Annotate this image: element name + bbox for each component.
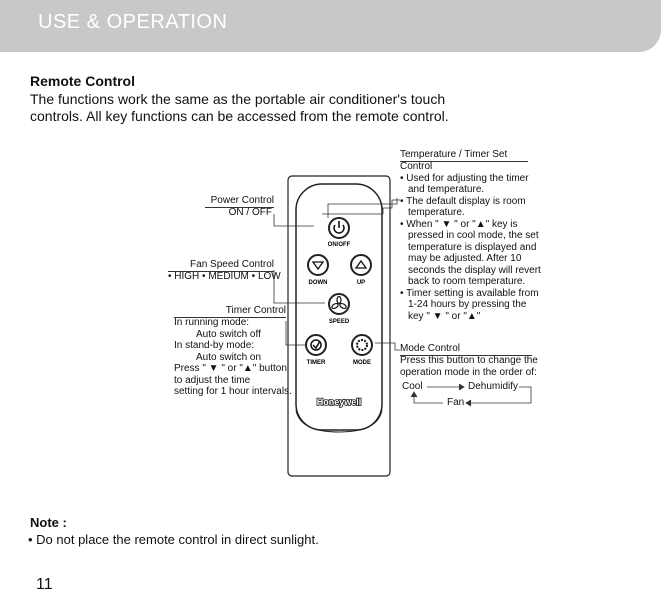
power-control-sub: ON / OFF	[228, 207, 272, 218]
up-triangle-icon	[354, 259, 368, 269]
temp-bullet-2b: temperature.	[408, 207, 465, 218]
down-label: DOWN	[309, 280, 328, 286]
honeywell-logo: Honeywell	[317, 397, 362, 407]
temp-bullet-1a: • Used for adjusting the timer	[400, 172, 529, 184]
down-button[interactable]	[307, 254, 329, 276]
timer-line-5: Press " ▼ " or "▲" button	[174, 363, 287, 374]
mode-control-title: Mode Control	[400, 343, 532, 356]
up-button[interactable]	[350, 254, 372, 276]
mode-gear-icon	[356, 339, 368, 351]
timer-line-6: to adjust the time	[174, 374, 251, 386]
remote-control-heading: Remote Control	[30, 73, 135, 89]
timer-button[interactable]	[305, 334, 327, 356]
temp-bullet-2a: • The default display is room	[400, 195, 526, 207]
temp-bullet-1b: and temperature.	[408, 184, 485, 195]
intro-line-1: The functions work the same as the porta…	[30, 91, 446, 107]
mode-cycle-arrows	[410, 383, 532, 407]
temp-timer-title: Temperature / Timer Set	[400, 149, 528, 162]
down-triangle-icon	[311, 261, 325, 271]
mode-dehumidify: Dehumidify	[468, 381, 519, 392]
timer-icon	[310, 339, 322, 351]
mode-cool: Cool	[402, 381, 423, 392]
temp-bullet-4c: key " ▼ " or "▲"	[408, 310, 481, 322]
timer-control-title: Timer Control	[174, 305, 286, 318]
mode-line-2: operation mode in the order of:	[400, 366, 537, 378]
temp-control-word: Control	[400, 161, 433, 172]
page-number: 11	[36, 576, 53, 593]
temp-bullet-4a: • Timer setting is available from	[400, 287, 539, 299]
timer-line-7: setting for 1 hour intervals.	[174, 386, 292, 397]
timer-line-4: Auto switch on	[196, 351, 262, 363]
fan-icon	[331, 295, 347, 310]
power-icon	[333, 221, 345, 234]
leader-lines	[273, 198, 400, 351]
timer-control-desc: In running mode: Auto switch off In stan…	[174, 317, 292, 398]
power-control-title: Power Control	[205, 195, 274, 208]
timer-label: TIMER	[307, 360, 326, 366]
timer-line-3: In stand-by mode:	[174, 340, 255, 351]
intro-line-2: controls. All key functions can be acces…	[30, 108, 449, 124]
timer-line-1: In running mode:	[174, 317, 250, 328]
mode-label: MODE	[353, 360, 371, 366]
mode-button[interactable]	[351, 334, 373, 356]
temp-bullet-3b: pressed in cool mode, the set	[408, 230, 539, 241]
temp-bullet-3a: • When " ▼ " or "▲" key is	[400, 218, 518, 230]
speed-label: SPEED	[329, 319, 350, 325]
section-header-bar: USE & OPERATION	[0, 0, 661, 52]
remote-panel-curve	[295, 409, 383, 433]
up-label: UP	[357, 280, 365, 286]
temp-timer-desc: Control • Used for adjusting the timer a…	[400, 161, 541, 322]
note-heading: Note :	[30, 515, 67, 530]
mode-fan: Fan	[447, 397, 465, 408]
mode-line-1: Press this button to change the	[400, 355, 538, 366]
temp-bullet-4b: 1-24 hours by pressing the	[408, 299, 527, 310]
intro-paragraph: The functions work the same as the porta…	[30, 91, 460, 125]
timer-line-2: Auto switch off	[196, 328, 261, 340]
fan-speed-title: Fan Speed Control	[168, 259, 274, 272]
temp-bullet-3d: may be adjusted. After 10	[408, 253, 522, 264]
onoff-label: ON/OFF	[328, 242, 351, 248]
section-header-title: USE & OPERATION	[38, 11, 228, 33]
note-text: • Do not place the remote control in dir…	[28, 532, 319, 547]
fan-speed-sub: • HIGH • MEDIUM • LOW	[168, 271, 281, 282]
temp-bullet-3e: seconds the display will revert	[408, 264, 541, 276]
temp-bullet-3f: back to room temperature.	[408, 276, 526, 287]
temp-bullet-3c: temperature is displayed and	[408, 241, 537, 253]
mode-control-desc: Press this button to change the operatio…	[400, 355, 538, 378]
